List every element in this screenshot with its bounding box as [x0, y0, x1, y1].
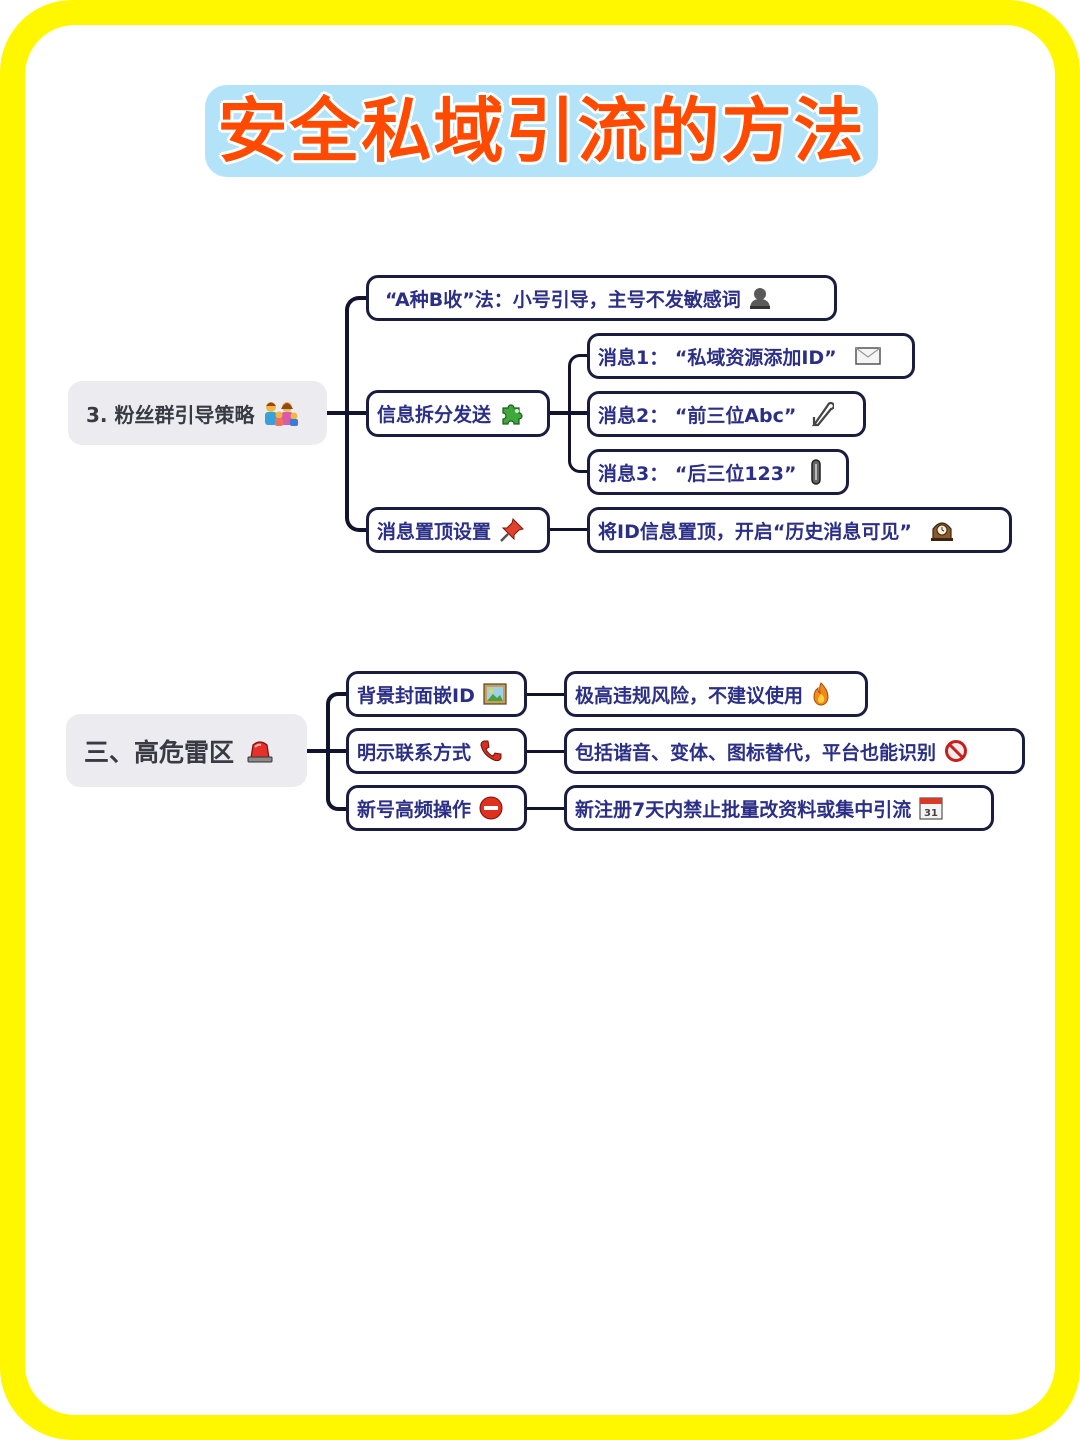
leaf-node-message-1[interactable]: 消息1： “私域资源添加ID” — [587, 333, 915, 379]
branch-node-explicit-contact[interactable]: 明示联系方式 — [346, 728, 527, 774]
node-label: 将ID信息置顶，开启“历史消息可见” — [598, 520, 912, 543]
node-label: 消息1： “私域资源添加ID” — [598, 346, 837, 369]
page-title: 安全私域引流的方法 — [217, 90, 866, 172]
svg-text:31: 31 — [924, 808, 938, 819]
connector — [550, 528, 587, 531]
no-entry-icon — [479, 796, 503, 820]
connector — [345, 410, 367, 532]
branch-node-pin-message[interactable]: 消息置顶设置 — [366, 507, 550, 553]
section-root-high-risk-zones[interactable]: 三、高危雷区 — [66, 714, 307, 787]
branch-node-cover-embedded-id[interactable]: 背景封面嵌ID — [346, 671, 527, 717]
connector — [568, 410, 588, 473]
node-label: 背景封面嵌ID — [357, 684, 475, 707]
title-banner: 安全私域引流的方法 — [205, 85, 878, 177]
envelope-icon — [854, 347, 881, 365]
paperclip-icon — [810, 459, 822, 485]
section-root-fan-group-strategy[interactable]: 3. 粉丝群引导策略 — [68, 381, 327, 445]
leaf-node-high-violation-risk[interactable]: 极高违规风险，不建议使用 — [564, 671, 868, 717]
connector — [345, 296, 367, 416]
pushpin-icon — [499, 517, 525, 543]
connector — [568, 354, 588, 416]
node-label: 极高违规风险，不建议使用 — [575, 684, 804, 707]
leaf-node-message-2[interactable]: 消息2： “前三位Abc” — [587, 391, 866, 437]
leaf-node-pin-id-info[interactable]: 将ID信息置顶，开启“历史消息可见” — [587, 507, 1012, 553]
silhouette-person-icon — [749, 287, 771, 309]
calendar-icon: 31 — [919, 796, 943, 820]
prohibited-icon — [944, 739, 968, 763]
puzzle-piece-icon — [499, 402, 525, 426]
connector — [527, 807, 564, 810]
family-icon — [262, 400, 300, 426]
node-label: 包括谐音、变体、图标替代，平台也能识别 — [575, 741, 937, 764]
framed-picture-icon — [483, 683, 507, 705]
connector — [326, 692, 347, 753]
fire-icon — [811, 682, 831, 706]
police-light-icon — [246, 739, 274, 763]
node-label: 消息置顶设置 — [377, 520, 492, 543]
branch-node-new-account-frequent-ops[interactable]: 新号高频操作 — [346, 785, 527, 831]
node-label: 消息2： “前三位Abc” — [598, 404, 797, 427]
mantelpiece-clock-icon — [930, 519, 954, 541]
node-label: 信息拆分发送 — [377, 404, 492, 426]
node-label: 消息3： “后三位123” — [598, 462, 797, 485]
connector — [527, 693, 564, 696]
leaf-node-new-account-7-days[interactable]: 新注册7天内禁止批量改资料或集中引流 31 — [564, 785, 994, 831]
node-label: 明示联系方式 — [357, 741, 472, 764]
node-label: 新注册7天内禁止批量改资料或集中引流 — [575, 798, 912, 821]
safety-pin-icon — [810, 401, 835, 427]
node-label: 新号高频操作 — [357, 798, 472, 821]
node-label: “A种B收”法：小号引导，主号不发敏感词 — [385, 288, 741, 311]
root-label: 三、高危雷区 — [84, 737, 235, 767]
branch-node-a-plant-b-collect[interactable]: “A种B收”法：小号引导，主号不发敏感词 — [366, 275, 837, 321]
telephone-icon — [479, 739, 503, 763]
branch-node-split-messages[interactable]: 信息拆分发送 — [366, 390, 550, 437]
leaf-node-message-3[interactable]: 消息3： “后三位123” — [587, 449, 849, 495]
root-label: 3. 粉丝群引导策略 — [86, 402, 255, 427]
connector — [527, 750, 564, 753]
leaf-node-platform-detection[interactable]: 包括谐音、变体、图标替代，平台也能识别 — [564, 728, 1025, 774]
connector — [326, 749, 347, 811]
